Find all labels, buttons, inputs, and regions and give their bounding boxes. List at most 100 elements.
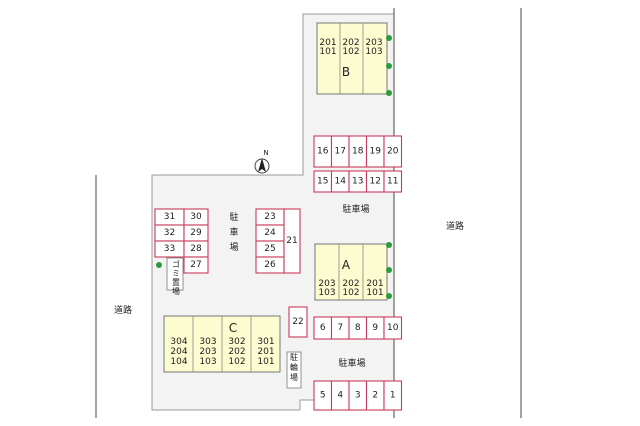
building-c-label: C [229, 321, 237, 335]
building-a-label: A [342, 258, 351, 272]
unit-number: 202 [342, 279, 359, 289]
unit-number: 102 [342, 288, 359, 298]
parking-stall: 14 [330, 170, 350, 193]
parking-stall: 25 [255, 240, 285, 258]
parking-stall-number: 12 [370, 177, 381, 187]
building-a: A 203 103 202 102 201 101 [314, 243, 388, 301]
parking-stall-number: 22 [292, 317, 303, 327]
parking-stall-number: 27 [190, 260, 201, 270]
parking-stall: 12 [365, 170, 385, 193]
parking-stall: 5 [313, 380, 333, 411]
parking-stall-number: 7 [337, 323, 343, 333]
parking-stall: 4 [330, 380, 350, 411]
parking-stall-number: 5 [320, 391, 326, 401]
parking-stall-number: 6 [320, 323, 326, 333]
parking-stall-number: 13 [352, 177, 363, 187]
parking-stall-box [383, 316, 403, 340]
parking-stall: 31 [154, 208, 185, 226]
parking-stall: 8 [348, 316, 368, 340]
tree-icon [386, 267, 392, 273]
parking-stall: 27 [183, 256, 209, 274]
parking-stall: 9 [365, 316, 385, 340]
parking-stall: 23 [255, 208, 285, 226]
unit-number: 203 [318, 279, 335, 289]
unit-number: 103 [318, 288, 335, 298]
parking-stall-number: 17 [335, 147, 346, 157]
parking-stall: 33 [154, 240, 185, 258]
tree-icon [386, 293, 392, 299]
parking-stall: 3 [348, 380, 368, 411]
tree-icon [386, 63, 392, 69]
unit-number: 101 [257, 357, 274, 367]
parking-stall-number: 25 [264, 244, 275, 254]
unit-number: 203 [365, 38, 382, 48]
parking-stall-number: 4 [337, 391, 343, 401]
garbage-label: ゴミ置場 [172, 259, 180, 296]
parking-stall-number: 20 [387, 147, 399, 157]
road-label-right: 道路 [446, 220, 464, 232]
parking-stall-number: 1 [390, 391, 396, 401]
unit-number: 104 [170, 357, 187, 367]
parking-stall: 16 [313, 135, 333, 168]
unit-number: 302 [228, 337, 245, 347]
parking-label-upper: 駐車場 [342, 203, 369, 215]
parking-stall-number: 9 [372, 323, 378, 333]
parking-stall: 29 [183, 224, 209, 242]
parking-stall-number: 3 [355, 391, 361, 401]
parking-stall: 18 [348, 135, 368, 168]
parking-stall-box [183, 256, 209, 274]
parking-stall: 15 [313, 170, 333, 193]
north-arrow-icon: N [254, 149, 270, 174]
parking-stall: 21 [283, 208, 301, 274]
building-b-label: B [342, 65, 350, 79]
parking-stall: 10 [383, 316, 403, 340]
parking-stall-number: 11 [387, 177, 398, 187]
unit-number: 103 [365, 47, 382, 57]
parking-stall-number: 26 [264, 260, 276, 270]
unit-number: 202 [228, 347, 245, 357]
tree-icon [386, 90, 392, 96]
unit-number: 101 [366, 288, 383, 298]
building-b-outline [316, 22, 388, 95]
unit-number: 103 [199, 357, 216, 367]
parking-stall: 2 [365, 380, 385, 411]
parking-stall: 13 [348, 170, 368, 193]
garbage-area: ゴミ置場 [166, 257, 184, 296]
parking-stall-number: 10 [387, 323, 399, 333]
parking-stall-box [283, 208, 301, 274]
unit-number: 301 [257, 337, 274, 347]
unit-number: 102 [342, 47, 359, 57]
parking-stall: 32 [154, 224, 185, 242]
building-c: C 304 204 104 303 203 103 302 202 102 30… [163, 315, 281, 373]
parking-stall: 1 [383, 380, 403, 411]
parking-stall-number: 2 [372, 391, 378, 401]
parking-stall-number: 18 [352, 147, 364, 157]
parking-stall-number: 15 [317, 177, 328, 187]
unit-number: 202 [342, 38, 359, 48]
parking-stall: 28 [183, 240, 209, 258]
unit-number: 201 [366, 279, 383, 289]
unit-number: 101 [319, 47, 336, 57]
bike-parking: 駐輪場 [286, 351, 302, 389]
parking-stall-number: 16 [317, 147, 329, 157]
parking-stall-box [383, 135, 403, 168]
unit-number: 303 [199, 337, 216, 347]
parking-stall-number: 31 [164, 212, 175, 222]
parking-stall: 26 [255, 256, 285, 274]
unit-number: 203 [199, 347, 216, 357]
bike-label: 駐輪場 [290, 352, 298, 382]
tree-icon [386, 35, 392, 41]
parking-stall-box [288, 306, 308, 338]
parking-stall: 19 [365, 135, 385, 168]
parking-stall-number: 33 [164, 244, 175, 254]
parking-stall: 30 [183, 208, 209, 226]
parking-stall: 17 [330, 135, 350, 168]
parking-label-side: 駐車場 [229, 211, 238, 253]
tree-icon [386, 242, 392, 248]
parking-stall: 24 [255, 224, 285, 242]
unit-number: 102 [228, 357, 245, 367]
parking-stall: 6 [313, 316, 333, 340]
road-label-left: 道路 [114, 304, 132, 316]
parking-stall-number: 19 [370, 147, 382, 157]
